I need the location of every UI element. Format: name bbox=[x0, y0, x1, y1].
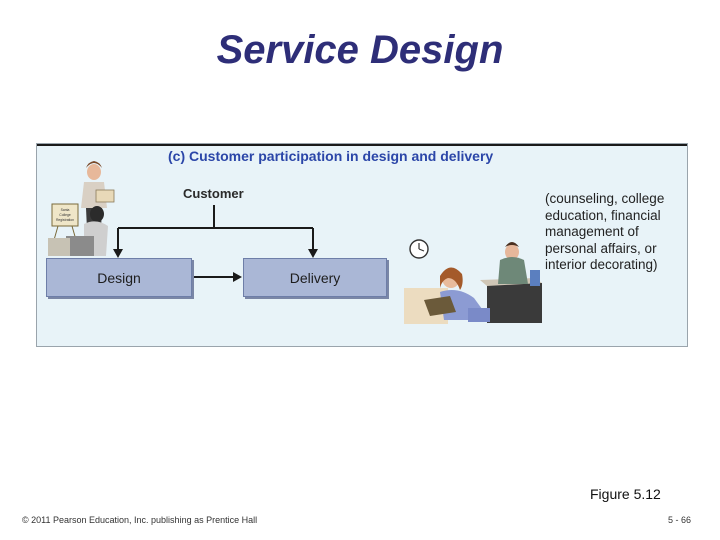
page-number: 5 - 66 bbox=[668, 515, 692, 525]
arrow-to-design bbox=[113, 249, 123, 258]
design-box-label: Design bbox=[97, 269, 141, 286]
arrow-to-delivery bbox=[308, 249, 318, 258]
customer-label: Customer bbox=[183, 186, 244, 201]
delivery-box: Delivery bbox=[243, 258, 387, 297]
copyright-notice: © 2011 Pearson Education, Inc. publishin… bbox=[22, 515, 258, 525]
counseling-scene-illustration bbox=[404, 242, 542, 324]
sign-text: Registration bbox=[56, 218, 74, 222]
examples-text: (counseling, college education, financia… bbox=[545, 191, 685, 274]
registration-scene-illustration: Santa College Registration bbox=[48, 161, 115, 256]
arrow-to-delivery-box bbox=[233, 272, 242, 282]
clock-icon bbox=[409, 239, 429, 259]
sign-text: College bbox=[59, 213, 71, 217]
examples-line: interior decorating) bbox=[545, 257, 658, 272]
figure-number: Figure 5.12 bbox=[590, 486, 661, 502]
panel-heading: (c) Customer participation in design and… bbox=[168, 148, 494, 164]
customer-connector bbox=[117, 205, 314, 250]
delivery-box-label: Delivery bbox=[289, 269, 341, 286]
sign-text: Santa bbox=[61, 208, 70, 212]
examples-line: education, financial bbox=[545, 207, 661, 223]
examples-line: personal affairs, or bbox=[545, 240, 657, 256]
figure-panel bbox=[36, 143, 688, 347]
design-box: Design bbox=[46, 258, 192, 297]
examples-line: management of bbox=[545, 224, 639, 239]
examples-line: (counseling, college bbox=[545, 191, 665, 206]
slide-title: Service Design bbox=[216, 28, 504, 72]
